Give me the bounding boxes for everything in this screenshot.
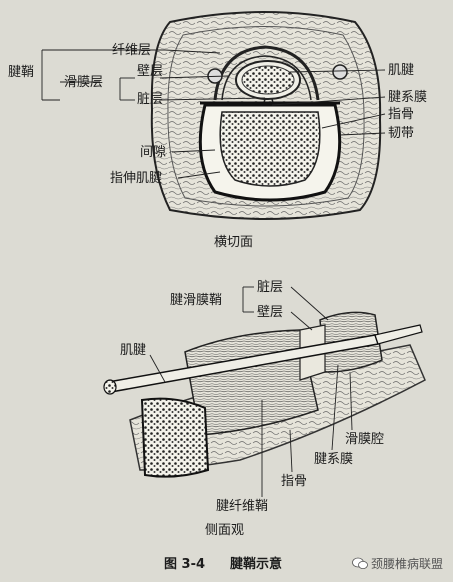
label-mesotendon: 腱系膜: [388, 90, 428, 105]
watermark-text: 颈腰椎病联盟: [371, 557, 444, 571]
label-tendon-sheath: 腱鞘: [8, 65, 35, 80]
cross-section-leaders: [41, 49, 386, 179]
label-tendon: 肌腱: [388, 63, 415, 78]
chat-bubble-icon: [352, 557, 368, 570]
label-parietal-layer: 壁层: [137, 64, 164, 79]
label-phalanx: 指骨: [388, 107, 415, 122]
label-extensor-tendon: 指伸肌腱: [110, 171, 163, 186]
figure-caption: 腱鞘示意: [230, 557, 283, 572]
label-synovial-sheath: 腱滑膜鞘: [170, 293, 223, 308]
side-view-drawing: [103, 311, 426, 478]
cross-section-title: 横切面: [214, 235, 254, 250]
figure-number: 图 3-4: [164, 557, 206, 572]
label-side-tendon: 肌腱: [120, 343, 147, 358]
watermark: 颈腰椎病联盟: [352, 555, 443, 572]
label-ligament: 韧带: [388, 126, 415, 141]
label-synovial-cavity: 滑膜腔: [345, 432, 385, 447]
cross-section-drawing: [150, 11, 382, 220]
label-side-parietal-layer: 壁层: [257, 305, 284, 320]
label-fibrous-sheath: 腱纤维鞘: [216, 499, 269, 514]
side-view-title: 侧面观: [205, 523, 245, 538]
label-gap: 间隙: [140, 145, 167, 160]
label-side-visceral-layer: 脏层: [257, 280, 284, 295]
label-synovial-layer: 滑膜层: [64, 75, 104, 90]
label-side-phalanx: 指骨: [281, 474, 308, 489]
label-side-mesotendon: 腱系膜: [314, 452, 354, 467]
label-fibrous-layer: 纤维层: [112, 43, 152, 58]
label-visceral-layer: 脏层: [137, 92, 164, 107]
side-view-leaders: [149, 286, 353, 497]
